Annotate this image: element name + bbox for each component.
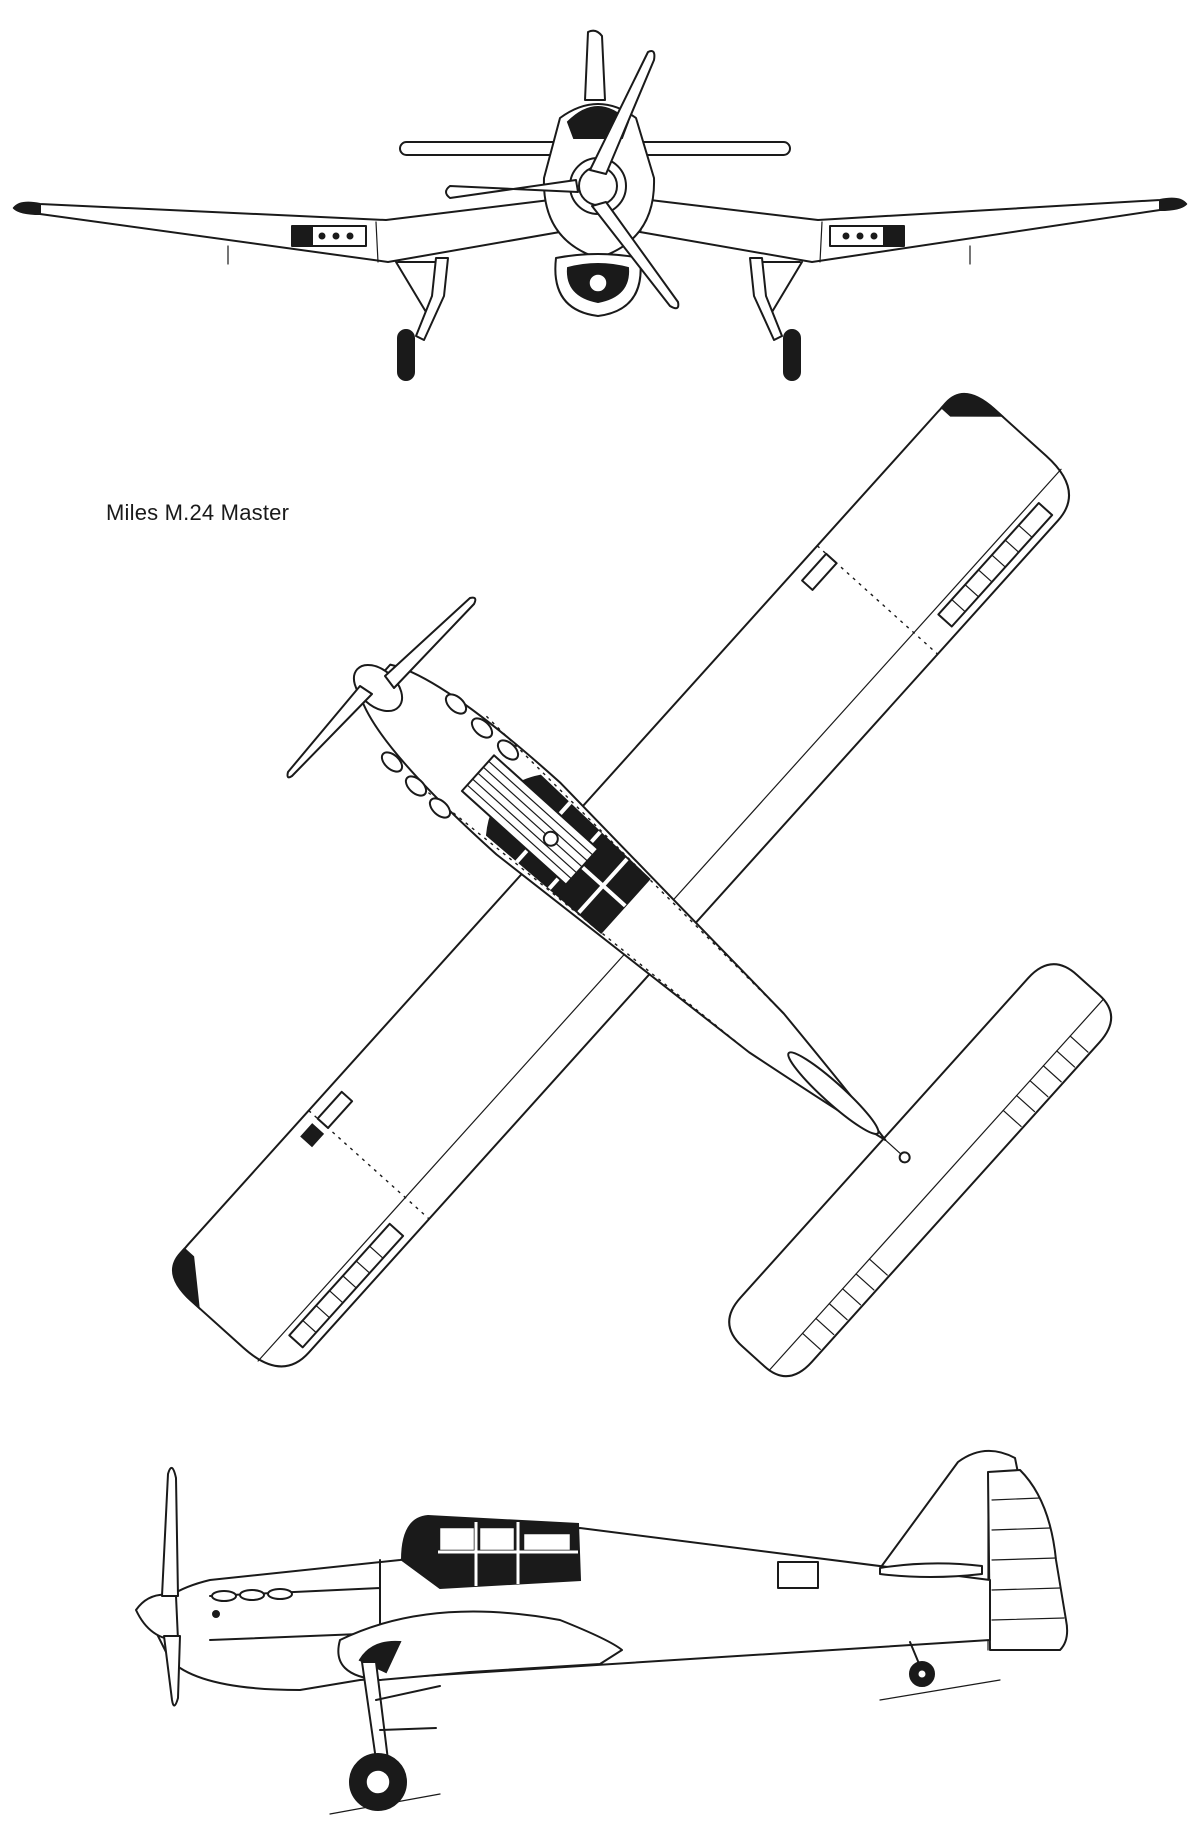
top-left-roundel [300, 1123, 325, 1148]
front-right-roundel [883, 227, 903, 245]
top-fuselage-rivets-upper [485, 715, 785, 1015]
side-rudder-ribs [991, 1497, 1065, 1621]
front-left-wingtip-light [12, 203, 41, 215]
front-right-wingtip-light [1159, 199, 1188, 211]
front-right-wheel [783, 329, 801, 381]
front-left-wing-joint [375, 221, 379, 263]
side-prop-blade-lower [163, 1635, 181, 1707]
side-ground-line-rear [879, 1679, 1001, 1701]
front-right-gear-leg [749, 257, 783, 341]
side-main-wheel-hub [365, 1769, 391, 1795]
side-access-panel [777, 1561, 819, 1589]
side-ground-line-front [329, 1793, 441, 1815]
front-prop-blade-left [445, 179, 579, 199]
top-elevator-hinge [768, 998, 1105, 1372]
top-tail-light [898, 1151, 911, 1164]
side-exhaust-stubs [211, 1588, 293, 1602]
front-left-gear-leg [415, 257, 449, 341]
front-left-wheel [397, 329, 415, 381]
top-radiator-filler [542, 830, 559, 847]
side-view [135, 1449, 1069, 1815]
top-tail-cone [884, 1139, 901, 1154]
front-prop-blade-upper [589, 50, 656, 175]
side-gear-brace [375, 1685, 441, 1731]
top-radiator-fins [466, 760, 594, 880]
side-prop-blade-upper [161, 1467, 179, 1597]
top-wingtip-light-left [172, 1247, 200, 1310]
side-wing-root [337, 1610, 623, 1681]
front-right-fastener [870, 232, 878, 240]
top-radiator [460, 754, 600, 886]
top-view [172, 393, 1113, 1378]
side-rudder [987, 1469, 1069, 1651]
top-aileron-ribs [302, 524, 1033, 1334]
top-exhaust-stubs [380, 693, 520, 819]
side-canopy-frames [438, 1522, 578, 1586]
top-tailplane-outline [728, 963, 1113, 1378]
top-elevator-ribs [801, 1035, 1089, 1351]
top-right-aileron [937, 502, 1054, 628]
front-right-fastener [856, 232, 864, 240]
front-fin [584, 29, 606, 101]
top-left-wing-panel [316, 1090, 354, 1129]
front-left-fastener [332, 232, 340, 240]
top-left-aileron [288, 1222, 405, 1349]
front-left-roundel [293, 227, 313, 245]
front-right-fastener [842, 232, 850, 240]
front-right-wing [639, 197, 1187, 263]
front-view [12, 29, 1188, 381]
top-right-wing-panel [801, 552, 838, 591]
top-prop-blade-upper [384, 596, 477, 689]
front-left-wing [13, 199, 561, 263]
front-intake-center [588, 273, 608, 293]
top-fuselage-rivets-lower [421, 787, 750, 1053]
side-cowl-fastener [212, 1610, 220, 1618]
front-prop-blade-lower [591, 201, 680, 310]
front-left-fastener [318, 232, 326, 240]
top-wingtip-light-right [940, 393, 1005, 417]
side-tail-wheel-hub [917, 1669, 927, 1679]
front-left-fastener [346, 232, 354, 240]
top-tailplane [728, 963, 1113, 1378]
aircraft-title: Miles M.24 Master [106, 500, 290, 525]
front-right-wing-joint [819, 221, 823, 263]
side-tailplane [879, 1562, 983, 1578]
top-prop-blade-lower [286, 685, 373, 779]
top-fin [787, 1051, 880, 1135]
side-canopy-panes [439, 1527, 571, 1551]
side-spinner [135, 1593, 179, 1641]
